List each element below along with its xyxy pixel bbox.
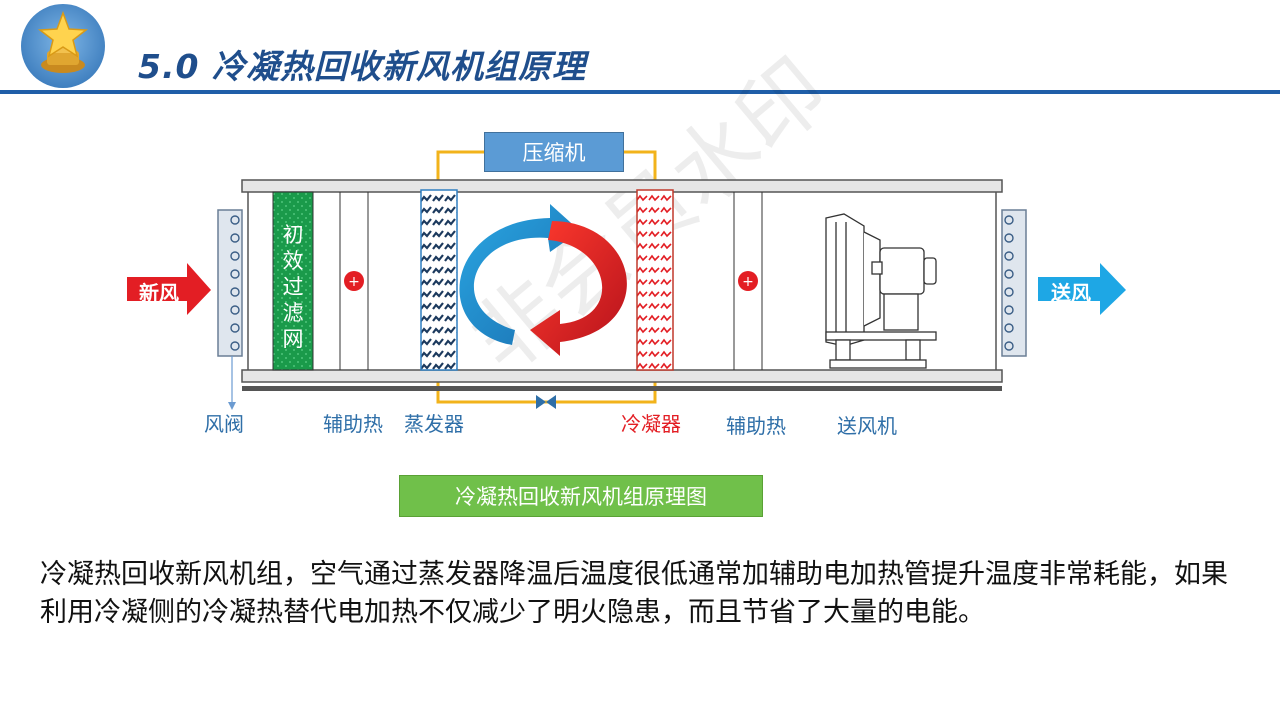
title-divider [0,90,1280,94]
ahu-diagram-graphic: + + [127,150,1126,410]
aux-heater-1: + [339,192,369,370]
intake-damper [217,209,243,410]
condenser-label: 冷凝器 [621,412,681,436]
description-paragraph: 冷凝热回收新风机组，空气通过蒸发器降温后温度很低通常加辅助电加热管提升温度非常耗… [40,559,1228,628]
page-title: 5.0 冷凝热回收新风机组原理 [138,47,586,86]
primary-filter [272,191,314,371]
expansion-valve-icon [536,395,556,409]
fresh-air-arrow [127,263,211,315]
trophy-star-logo-icon [21,4,105,88]
evaporator-coil [420,189,458,371]
supply-air-label: 送风 [1051,281,1091,305]
aux-heat-2-label: 辅助热 [726,414,786,438]
supply-fan-icon [825,213,937,369]
aux-heater-2: + [733,192,763,370]
outlet-damper [1001,209,1027,357]
evaporator-label: 蒸发器 [404,412,464,436]
title-bar: 5.0 冷凝热回收新风机组原理 [0,0,1280,96]
fresh-air-label: 新风 [139,281,179,305]
ahu-casing [241,179,1003,391]
damper-label: 风阀 [204,412,244,436]
svg-text:+: + [742,274,754,290]
filter-label: 初效过滤网 [282,223,304,351]
svg-text:+: + [348,274,360,290]
circulation-arrows-icon [459,204,627,356]
aux-heat-1-label: 辅助热 [323,412,383,436]
supply-air-arrow [1038,263,1126,315]
ahu-diagram: + + [0,100,1280,530]
compressor-box: 压缩机 [484,132,624,172]
diagram-caption: 冷凝热回收新风机组原理图 [399,475,763,517]
condenser-coil [636,189,674,371]
fan-label: 送风机 [837,414,897,438]
